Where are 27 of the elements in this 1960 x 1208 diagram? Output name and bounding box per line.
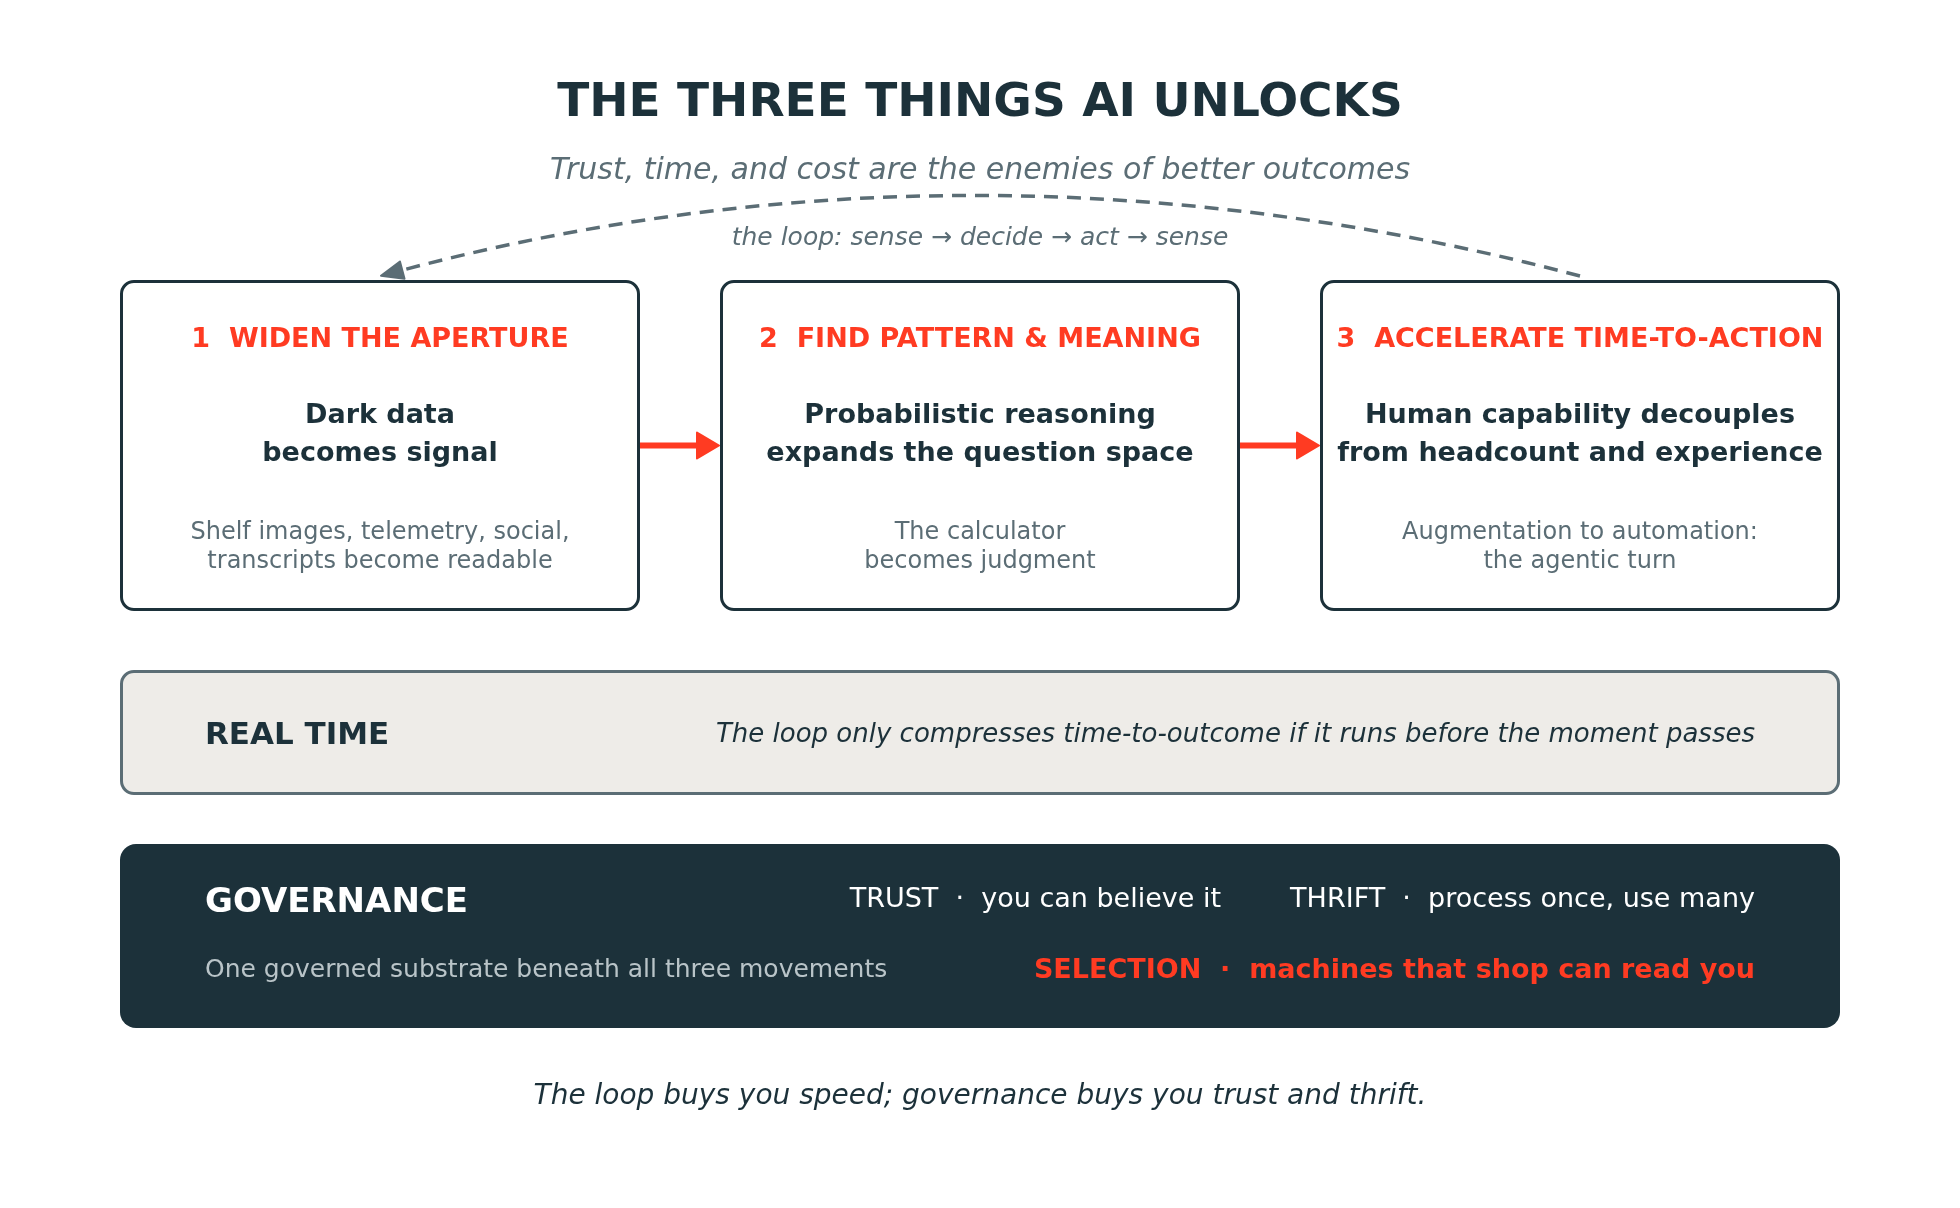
subtitle: Trust, time, and cost are the enemies of better outcomes <box>549 151 1411 187</box>
panel-point: THRIFT · process once, use many <box>1290 882 1755 914</box>
band-note: The loop only compresses time-to-outcome if it runs before the moment passes <box>715 716 1755 749</box>
highlight-band <box>120 670 1840 795</box>
step-heading: 3 ACCELERATE TIME-TO-ACTION <box>1336 322 1824 354</box>
arrow <box>1240 431 1320 460</box>
step-card <box>120 280 640 611</box>
step-heading: 2 FIND PATTERN & MEANING <box>759 322 1201 354</box>
step-title: Human capability decouples from headcount and experience <box>1336 397 1824 469</box>
summary-panel <box>120 844 1840 1028</box>
panel-title: GOVERNANCE <box>205 880 469 920</box>
step-card <box>1320 280 1840 611</box>
caption: The loop buys you speed; governance buys you trust and thrift. <box>533 1078 1427 1112</box>
step-heading: 1 WIDEN THE APERTURE <box>191 322 569 354</box>
step-card <box>720 280 1240 611</box>
step-title: Probabilistic reasoning expands the question space <box>765 397 1195 469</box>
step-description: The calculator becomes judgment <box>863 517 1097 575</box>
step-description: Shelf images, telemetry, social, transcripts become readable <box>189 517 571 575</box>
diagram-title: THE THREE THINGS AI UNLOCKS <box>557 72 1403 128</box>
step-title: Dark data becomes signal <box>261 397 499 469</box>
step-description: Augmentation to automation: the agentic turn <box>1401 517 1759 575</box>
curved-dashed-arrow <box>379 193 1581 280</box>
band-title: REAL TIME <box>205 713 390 752</box>
arrow <box>640 431 720 460</box>
panel-note: One governed substrate beneath all three movements <box>205 954 888 984</box>
panel-highlight: SELECTION · machines that shop can read you <box>1033 953 1755 985</box>
panel-point: TRUST · you can believe it <box>849 882 1222 914</box>
